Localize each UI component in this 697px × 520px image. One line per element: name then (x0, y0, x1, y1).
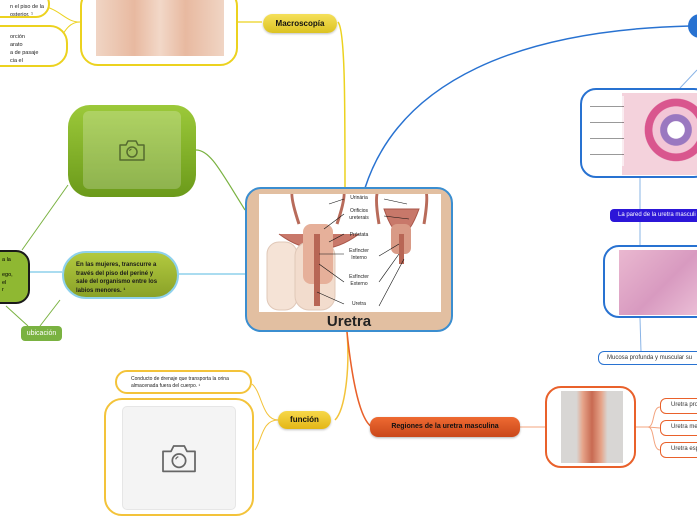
macroscopia-note-1: n el piso de la osterior. ¹ (0, 0, 50, 18)
camera-icon (162, 445, 196, 473)
label-orificios: Orificios ureterais (349, 208, 369, 221)
central-node-uretra[interactable]: Urinária Orificios ureterais Próstata Es… (245, 187, 453, 332)
camera-icon (119, 140, 145, 161)
histology-labels (590, 96, 624, 166)
funcion-button[interactable]: función (278, 411, 331, 429)
macroscopia-image-node[interactable] (80, 0, 238, 66)
regiones-button[interactable]: Regiones de la uretra masculina (370, 417, 520, 437)
histology-image-node-2[interactable] (603, 245, 697, 318)
regiones-item-proximal[interactable]: Uretra pro (660, 398, 697, 414)
central-image: Urinária Orificios ureterais Próstata Es… (259, 187, 441, 312)
regiones-image-node[interactable] (545, 386, 636, 468)
label-urinaria: Urinária (350, 195, 368, 201)
blue-root-node[interactable] (688, 14, 697, 38)
female-urethra-note: En las mujeres, transcurre a través del … (62, 251, 179, 299)
photo-placeholder (122, 406, 236, 510)
macroscopia-note-2: orción arato a de pasaje cia el (0, 25, 68, 67)
urethra-illustration (266, 187, 429, 311)
histology-image (622, 93, 697, 175)
macroscopia-button[interactable]: Macroscopía (263, 14, 337, 33)
green-image-node[interactable] (68, 105, 196, 197)
histology-image (619, 250, 697, 315)
funcion-note: Conducto de drenaje que transporta la or… (115, 370, 252, 394)
label-uretra: Uretra (352, 301, 366, 307)
penis-anatomy-image (561, 391, 623, 463)
anatomy-image (96, 0, 224, 56)
histology-image-node-1[interactable] (580, 88, 697, 178)
mucosa-note[interactable]: Mucosa profunda y muscular su (598, 351, 697, 365)
funcion-image-node[interactable] (104, 398, 254, 516)
regiones-item-media[interactable]: Uretra me (660, 420, 697, 436)
label-prostata: Próstata (349, 232, 369, 238)
central-title: Uretra (326, 313, 372, 330)
photo-placeholder (83, 111, 181, 189)
ubicacion-button[interactable]: ubicación (21, 326, 62, 341)
regiones-item-esponjosa[interactable]: Uretra esp (660, 442, 697, 458)
left-green-node[interactable]: a la ego, el r (0, 250, 30, 304)
label-esfinter-externo: Esfíncter Externo (349, 274, 369, 287)
label-esfinter-interno: Esfíncter Interno (349, 248, 369, 261)
pared-uretra-button[interactable]: La pared de la uretra masculi (610, 209, 697, 222)
